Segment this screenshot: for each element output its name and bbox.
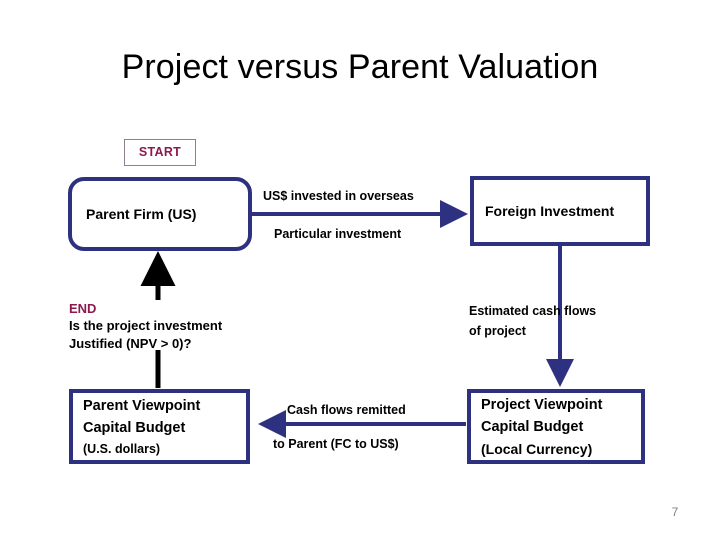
node-project-viewpoint-line2: Capital Budget [481,418,584,435]
start-badge-label: START [138,145,182,159]
start-badge: START [124,139,196,166]
node-parent-viewpoint-line2: Capital Budget [83,419,186,436]
edge-label-invest-line2: Particular investment [274,227,402,241]
node-parent-viewpoint: Parent Viewpoint Capital Budget (U.S. do… [69,389,250,464]
node-parent-firm-label: Parent Firm (US) [86,205,197,222]
page-number: 7 [671,505,679,519]
end-annotation-line2: Justified (NPV > 0)? [69,336,192,351]
node-parent-viewpoint-line1: Parent Viewpoint [83,397,201,414]
end-annotation: END Is the project investment Justified … [69,300,299,353]
node-parent-firm: Parent Firm (US) [68,177,252,251]
page-title: Project versus Parent Valuation [121,48,599,86]
edge-label-estimated-cash-flows-line1: Estimated cash flows [469,304,597,318]
node-project-viewpoint: Project Viewpoint Capital Budget (Local … [467,389,645,464]
node-foreign-investment: Foreign Investment [470,176,650,246]
node-foreign-investment-label: Foreign Investment [485,202,615,219]
edge-label-invest-line1: US$ invested in overseas [263,189,414,203]
edge-label-cash-flows-remitted-line2: to Parent (FC to US$) [273,437,399,451]
node-project-viewpoint-line1: Project Viewpoint [481,396,603,413]
node-parent-viewpoint-line3: (U.S. dollars) [83,441,161,456]
edge-label-cash-flows-remitted-line1: Cash flows remitted [287,403,406,417]
edge-label-estimated-cash-flows-line2: of project [469,324,526,338]
node-project-viewpoint-line3: (Local Currency) [481,440,593,457]
end-annotation-line1: Is the project investment [69,318,223,333]
end-annotation-heading: END [69,301,97,316]
